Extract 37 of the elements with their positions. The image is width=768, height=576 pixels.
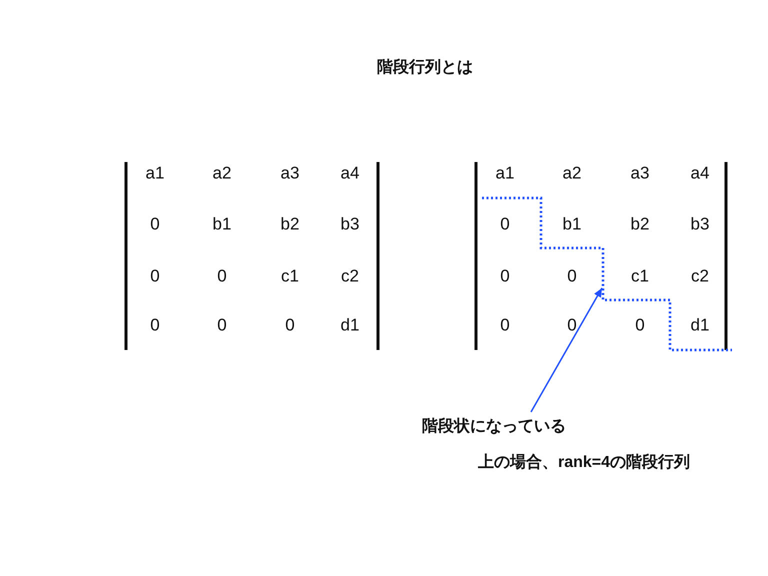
matrix-entry: 0 <box>567 268 577 284</box>
matrix-entry: b2 <box>630 216 650 232</box>
matrix-entry: 0 <box>150 316 160 334</box>
matrix-entry: a2 <box>212 164 232 182</box>
matrix-entry: b1 <box>212 216 232 232</box>
matrix-entry: 0 <box>500 316 510 334</box>
matrix-entry: a3 <box>630 164 650 182</box>
matrix-entry: 0 <box>150 268 160 284</box>
matrix-entry: 0 <box>567 316 577 334</box>
matrix-entry: d1 <box>690 316 710 334</box>
matrix-entry: b3 <box>340 216 360 232</box>
matrix-entry: a1 <box>146 164 164 182</box>
staircase-line <box>480 196 734 352</box>
matrix-entry: b2 <box>280 216 300 232</box>
caption: 上の場合、rank=4の階段行列 <box>478 455 690 471</box>
title: 階段行列とは <box>377 60 473 76</box>
matrix-entry: 0 <box>285 316 295 334</box>
leader-arrow <box>530 288 603 412</box>
matrix-entry: 0 <box>635 316 645 334</box>
matrix-entry: a4 <box>690 164 710 182</box>
matrix-entry: c1 <box>281 268 299 284</box>
matrix-entry: c1 <box>631 268 649 284</box>
matrix-entry: a2 <box>562 164 582 182</box>
matrix-entry: c2 <box>341 268 359 284</box>
matrix-entry: 0 <box>217 316 227 334</box>
matrix-entry: 0 <box>500 216 510 232</box>
matrix-entry: c2 <box>691 268 709 284</box>
matrix-entry: d1 <box>340 316 360 334</box>
matrix-entry: b3 <box>690 216 710 232</box>
matrix-entry: b1 <box>562 216 582 232</box>
callout-text: 階段状になっている <box>422 419 566 435</box>
matrix-entry: 0 <box>500 268 510 284</box>
matrix-entry: a3 <box>280 164 300 182</box>
matrix-entry: 0 <box>217 268 227 284</box>
matrix-entry: 0 <box>150 216 160 232</box>
matrix-entry: a1 <box>496 164 514 182</box>
matrix-entry: a4 <box>340 164 360 182</box>
